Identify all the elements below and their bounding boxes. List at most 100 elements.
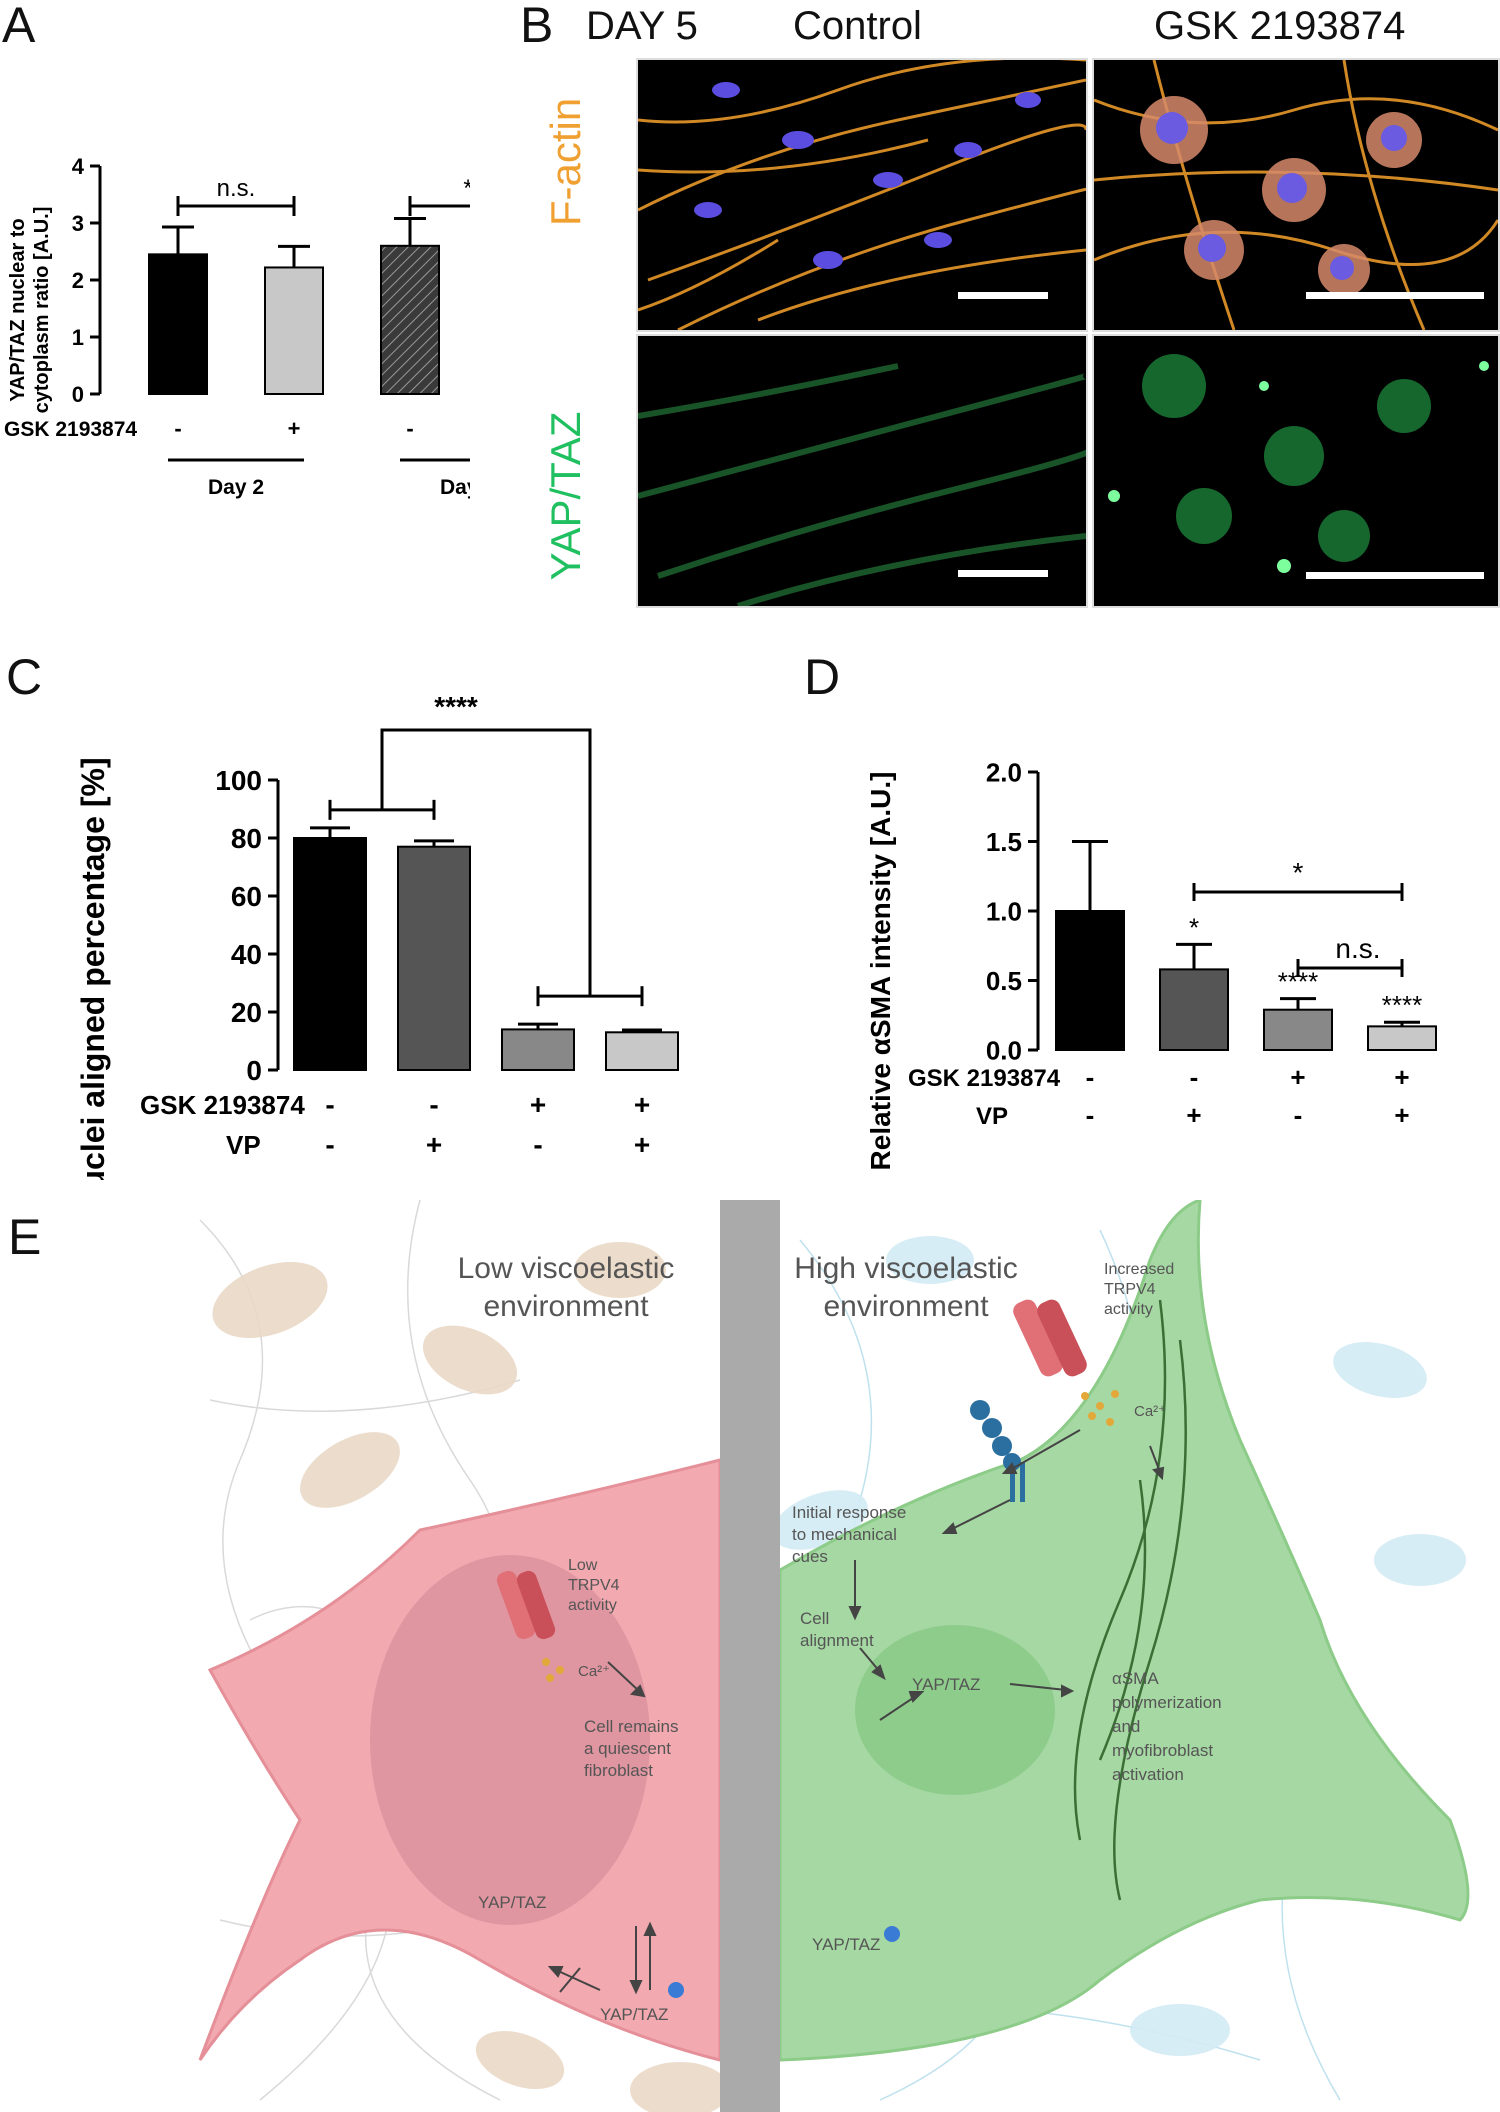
low-trpv4-label: TRPV4 <box>568 1577 620 1594</box>
cell-alignment-label: Cell <box>800 1609 829 1628</box>
yap-taz-molecule-left <box>668 1982 684 1998</box>
pathway-arrows <box>547 1429 1165 1995</box>
y-tick-label: 2 <box>72 268 84 293</box>
bracket-label: n.s. <box>217 175 256 202</box>
group-label: Day 2 <box>208 476 264 499</box>
panel-b-col-control: Control <box>793 4 922 48</box>
condition-sign: + <box>1394 1100 1409 1130</box>
yap-taz-molecule-right <box>884 1926 900 1942</box>
y-tick-label: 0.0 <box>986 1035 1022 1065</box>
bar <box>1367 1025 1437 1051</box>
y-tick-label: 0 <box>72 382 84 407</box>
y-tick-label: 20 <box>231 997 262 1028</box>
initial-response-label: cues <box>792 1547 828 1566</box>
condition-sign: - <box>1086 1100 1095 1130</box>
yap-taz-nucleus-label: YAP/TAZ <box>912 1675 980 1694</box>
calcium-label: Ca²⁺ <box>578 1663 610 1680</box>
increased-trpv4-label: TRPV4 <box>1104 1281 1156 1298</box>
condition-row-label: VP <box>226 1130 261 1160</box>
condition-sign: - <box>1190 1062 1199 1092</box>
gsk-sign: - <box>174 416 181 441</box>
gsk-sign: - <box>406 416 413 441</box>
scale-bar <box>958 292 1048 299</box>
panel-b-col-gsk: GSK 2193874 <box>1154 4 1406 48</box>
left-title: environment <box>483 1290 649 1323</box>
condition-sign: + <box>530 1089 546 1120</box>
asma-label: αSMA <box>1112 1669 1159 1688</box>
yap-taz-cytoplasm-label: YAP/TAZ <box>812 1935 880 1954</box>
quiescent-label: Cell remains <box>584 1717 678 1736</box>
condition-sign: - <box>325 1129 334 1160</box>
bar <box>1263 1008 1333 1052</box>
panel-c-letter: C <box>6 649 43 705</box>
significance-marker: **** <box>1382 990 1422 1020</box>
right-title: High viscoelastic <box>794 1252 1017 1285</box>
bar <box>264 266 324 396</box>
condition-row-label: GSK 2193874 <box>908 1065 1061 1092</box>
divider <box>720 1200 780 2112</box>
y-tick-label: 2.0 <box>986 757 1022 787</box>
calcium-dots-right <box>1081 1390 1119 1426</box>
asma-label: and <box>1112 1717 1140 1736</box>
actin-fibers <box>1073 1299 1187 1901</box>
bracket-label: n.s. <box>1335 933 1380 964</box>
y-tick-label: 0 <box>246 1055 262 1086</box>
y-axis-label: Nuclei aligned percentage [%] <box>75 757 111 1180</box>
calcium-label: Ca²⁺ <box>1134 1403 1166 1420</box>
micrograph-control-factin <box>636 58 1088 332</box>
right-title: environment <box>823 1290 989 1323</box>
y-tick-label: 60 <box>231 881 262 912</box>
condition-sign: - <box>1086 1062 1095 1092</box>
bar <box>501 1028 575 1071</box>
group-label: Day 5 <box>440 476 470 499</box>
yap-taz-cytoplasm-label: YAP/TAZ <box>600 2005 668 2024</box>
left-background-cells <box>212 1242 730 2112</box>
bar <box>293 837 367 1071</box>
condition-sign: + <box>426 1129 442 1160</box>
panel-d-letter: D <box>804 649 841 705</box>
panel-b-row-yaptaz: YAP/TAZ <box>542 411 589 581</box>
micrograph-control-yaptaz <box>636 334 1088 608</box>
myofibroblast-cell <box>778 1200 1470 2062</box>
cell-alignment-label: alignment <box>800 1631 874 1650</box>
bar <box>1159 968 1229 1052</box>
condition-sign: - <box>1294 1100 1303 1130</box>
condition-row-label: VP <box>976 1103 1008 1130</box>
condition-row-label: GSK 2193874 <box>140 1090 305 1120</box>
bar <box>1055 910 1125 1051</box>
bracket-label: * <box>463 175 470 202</box>
condition-sign: + <box>1290 1062 1305 1092</box>
increased-trpv4-label: activity <box>1104 1301 1153 1318</box>
micrograph-gsk-factin <box>1092 58 1500 332</box>
scale-bar <box>1306 292 1484 299</box>
condition-sign: - <box>533 1129 542 1160</box>
scale-bar <box>1306 572 1484 579</box>
left-title: Low viscoelastic <box>458 1252 675 1285</box>
panel-b-row-factin: F-actin <box>542 97 589 227</box>
bar <box>148 253 208 395</box>
schematic-e: Low viscoelastic environment High viscoela… <box>198 1200 1470 2112</box>
condition-sign: - <box>325 1089 334 1120</box>
y-tick-label: 1.0 <box>986 896 1022 926</box>
bar <box>380 244 440 395</box>
panel-a-letter: A <box>2 0 36 53</box>
condition-sign: - <box>429 1089 438 1120</box>
calcium-dots-left <box>542 1658 564 1682</box>
quiescent-label: a quiescent <box>584 1739 671 1758</box>
bracket-label: * <box>1293 857 1304 888</box>
condition-sign: + <box>1186 1100 1201 1130</box>
increased-trpv4-label: Increased <box>1104 1261 1174 1278</box>
quiescent-label: fibroblast <box>584 1761 653 1780</box>
y-axis-label: Relative αSMA intensity [A.U.] <box>865 772 896 1171</box>
asma-label: myofibroblast <box>1112 1741 1213 1760</box>
initial-response-label: to mechanical <box>792 1525 897 1544</box>
y-axis-label: cytoplasm ratio [A.U.] <box>31 207 53 414</box>
condition-sign: + <box>634 1129 650 1160</box>
y-tick-label: 80 <box>231 823 262 854</box>
low-trpv4-label: Low <box>568 1557 598 1574</box>
bar <box>397 845 471 1071</box>
panel-b-letter: B <box>520 0 554 53</box>
significance-marker: * <box>1189 912 1199 942</box>
